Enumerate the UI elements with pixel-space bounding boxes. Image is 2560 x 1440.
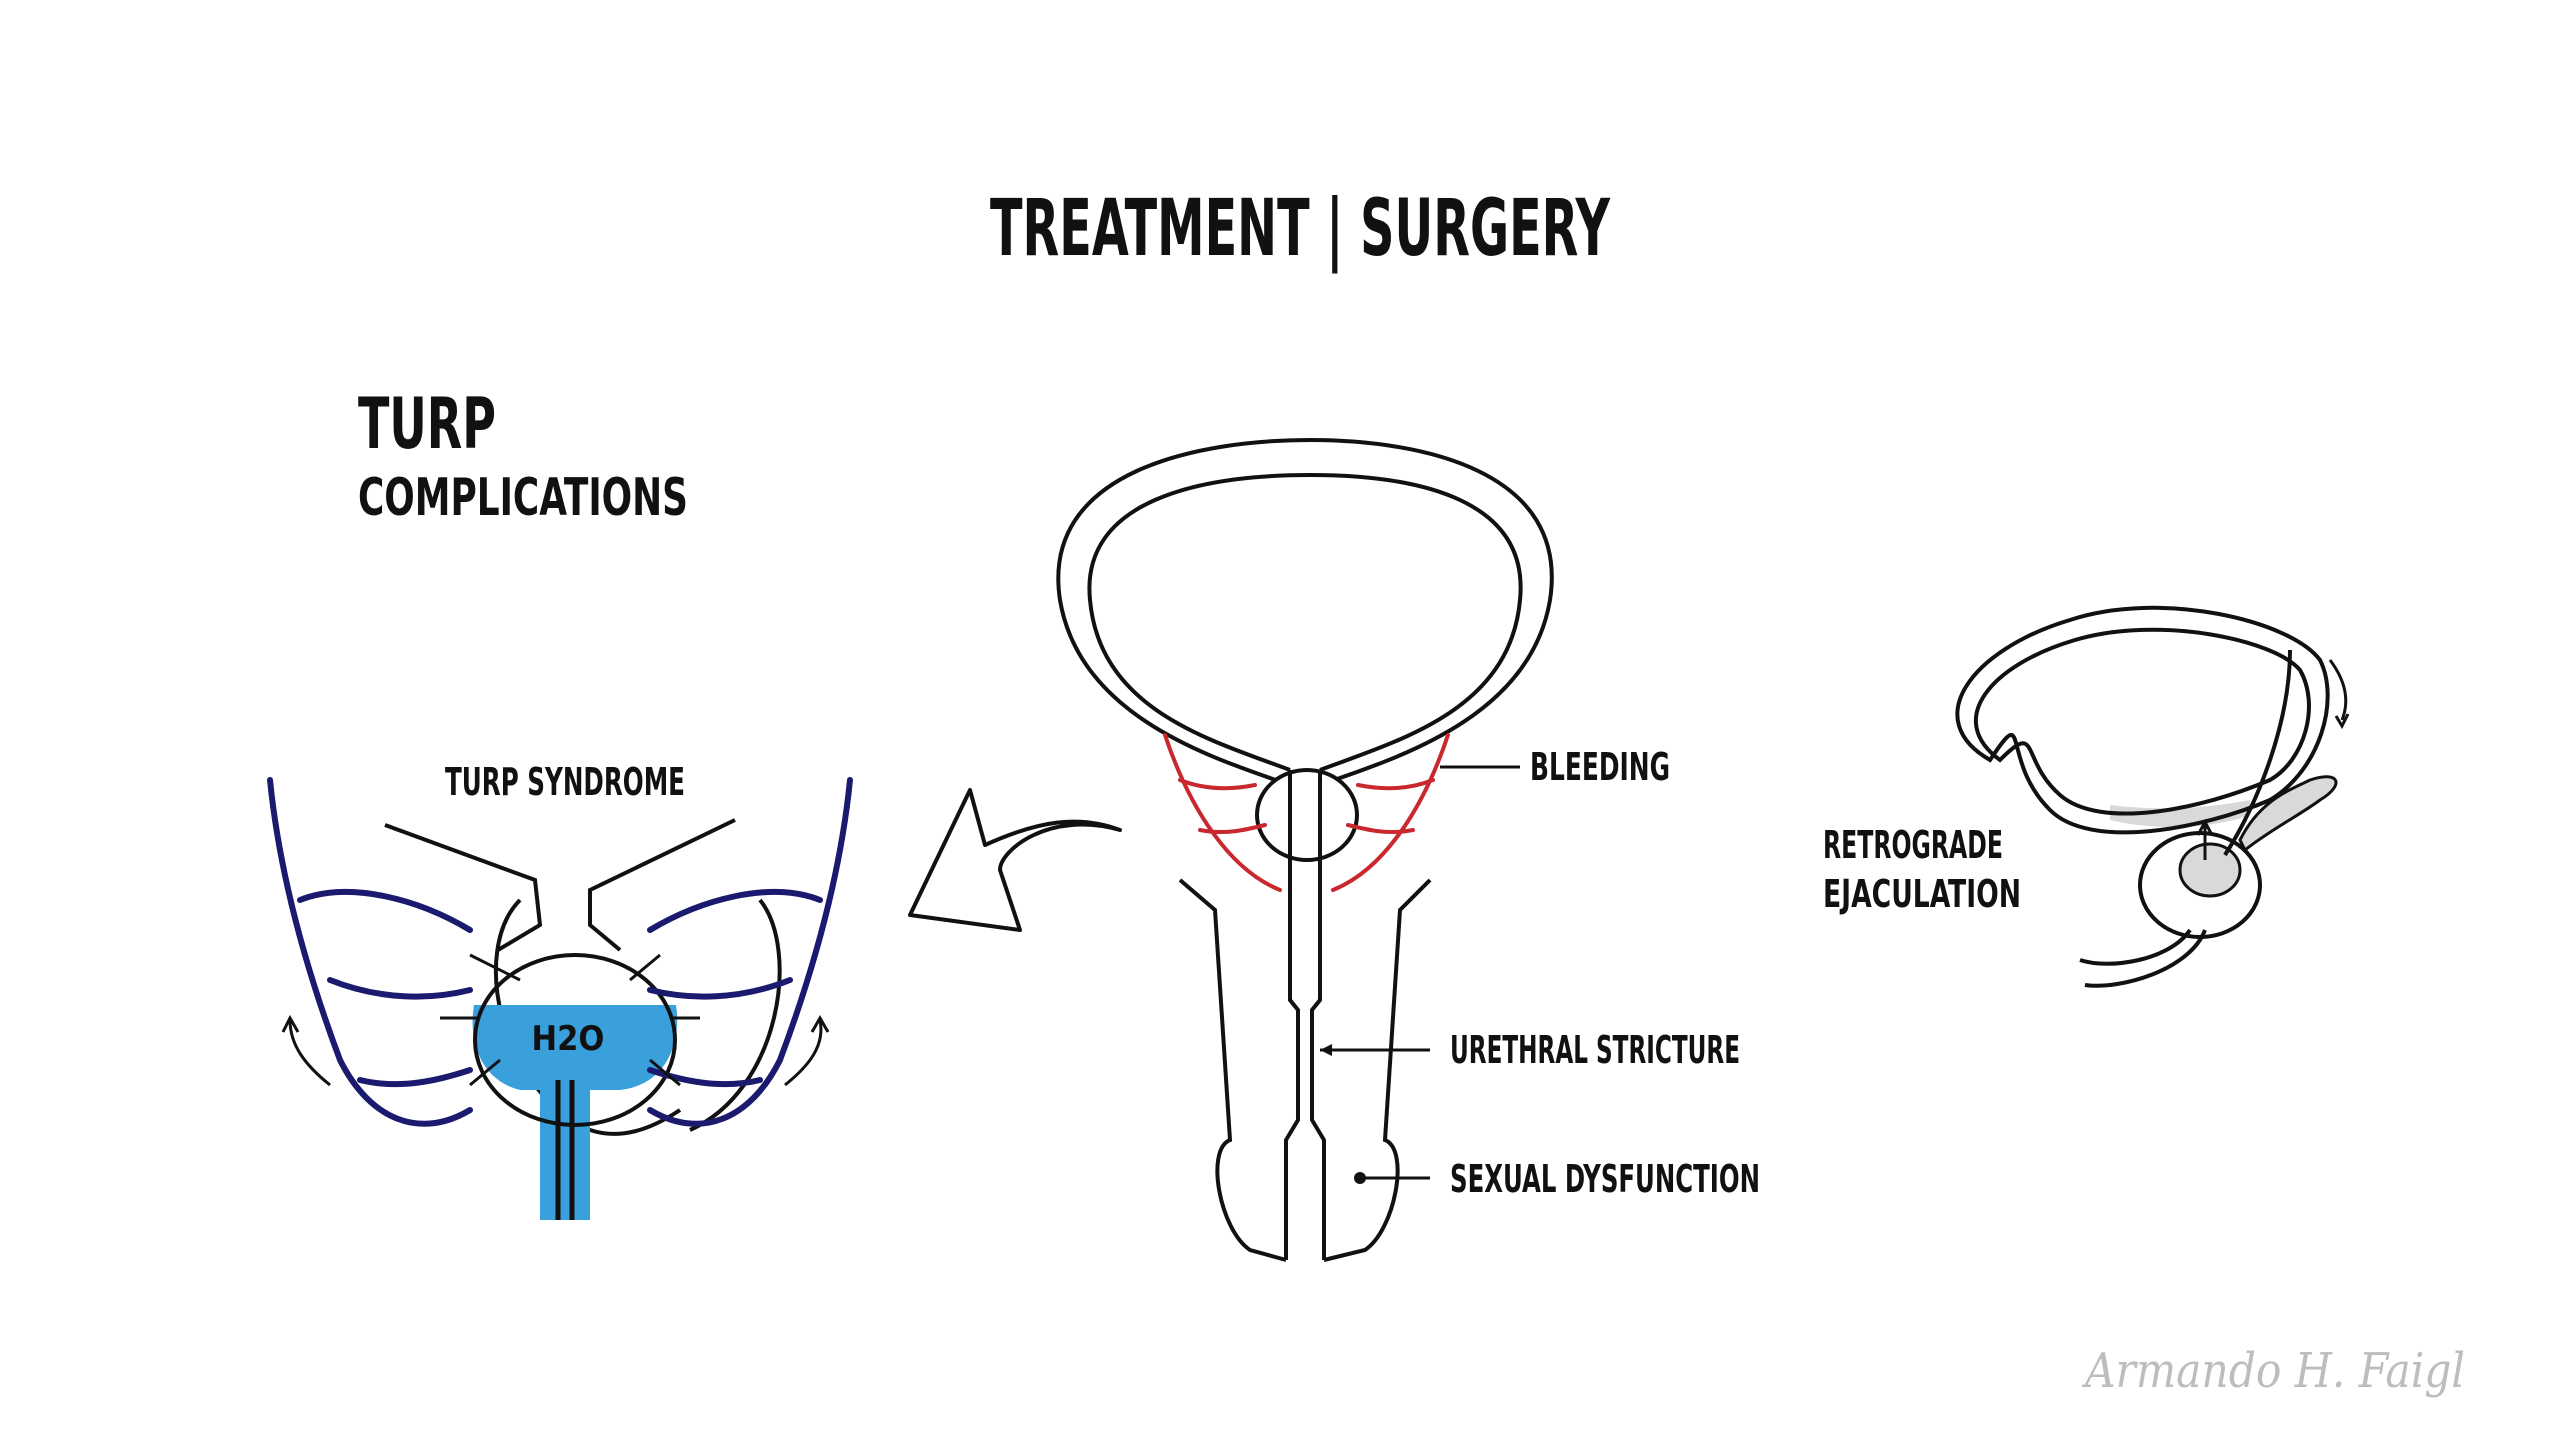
retro-flow-arrowhead	[2334, 713, 2350, 730]
retro-bladder-outer	[1955, 605, 2330, 835]
bladder-urethra-illustration: BLEEDING URETHRAL STRICTURE SEXUAL DYSFU…	[1056, 437, 1760, 1262]
vas-deferens	[2223, 649, 2292, 857]
retrograde-label-line2: EJACULATION	[1823, 872, 2021, 916]
penile-body	[1178, 878, 1432, 1262]
urethra-shaft	[1284, 770, 1326, 1260]
blue-veins	[267, 777, 853, 1127]
h2o-fluid	[472, 1005, 678, 1220]
retro-backflow-arrow	[2196, 818, 2214, 860]
bladder-wall	[1056, 437, 1554, 787]
heading-turp: TURP	[358, 383, 496, 465]
retrograde-label-line1: RETROGRADE	[1823, 823, 2003, 867]
pelvic-wall-right	[588, 818, 736, 952]
retrograde-illustration: RETROGRADE EJACULATION	[1823, 605, 2350, 988]
heading-complications: COMPLICATIONS	[358, 468, 688, 528]
prostate-body	[1255, 768, 1359, 862]
transition-arrow	[908, 788, 1122, 932]
bleeding-label: BLEEDING	[1530, 745, 1670, 789]
stricture-arrowhead	[1320, 1044, 1332, 1056]
artist-signature: Armando H. Faigl	[2081, 1343, 2465, 1399]
urethral-stricture-label: URETHRAL STRICTURE	[1450, 1028, 1740, 1072]
bleeding-vessels	[1163, 733, 1450, 892]
seminal-vesicle	[2238, 775, 2338, 853]
bladder-neck-outline	[473, 953, 677, 1127]
prostate-lobe-right	[689, 898, 782, 1132]
fluid-absorption-arrows	[281, 953, 830, 1087]
turp-syndrome-label: TURP SYNDROME	[445, 760, 685, 804]
pelvic-wall-left	[384, 823, 543, 952]
retro-bladder-inner	[1973, 627, 2311, 816]
sexual-dysfunction-label: SEXUAL DYSFUNCTION	[1450, 1157, 1760, 1201]
bladder-lumen	[1087, 472, 1523, 772]
turp-syndrome-illustration: TURP SYNDROME H2O	[267, 760, 853, 1220]
retro-flow-arrow	[2328, 659, 2348, 721]
retro-urethra	[2079, 928, 2207, 988]
h2o-label: H2O	[532, 1019, 605, 1059]
page-title: TREATMENT | SURGERY	[990, 184, 1611, 274]
retro-prostate-gland	[2178, 842, 2242, 898]
